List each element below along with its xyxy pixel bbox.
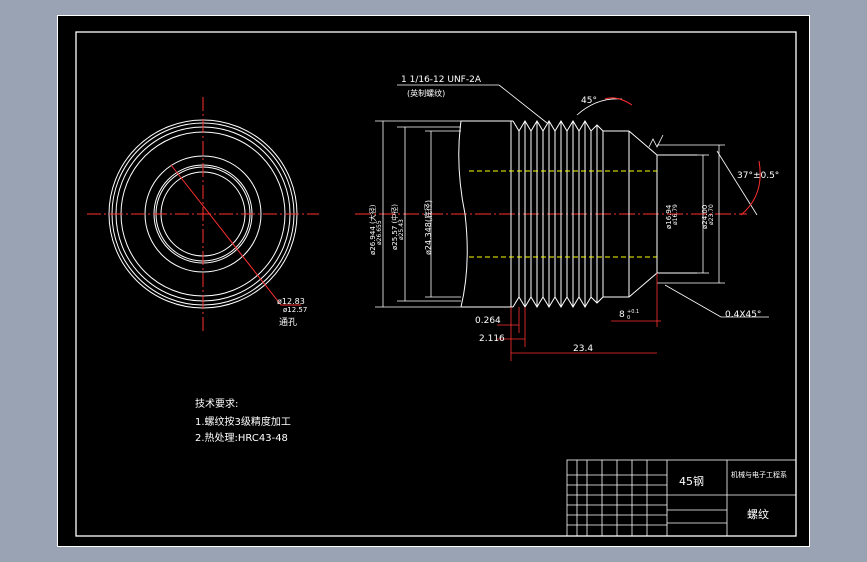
major-dia-label: ø26.944 (大径) [368, 204, 377, 255]
hole-dia-label: ø12.83 [277, 297, 305, 306]
tech-title: 技术要求: [195, 397, 238, 410]
inner-frame [75, 31, 797, 537]
bore-dia: ø16.94 [665, 204, 673, 229]
cad-drawing: ø12.83 ø12.57 通孔 [57, 15, 810, 547]
outer-border [57, 15, 810, 547]
drawing-sheet: ø12.83 ø12.57 通孔 [57, 15, 810, 547]
roughness-symbol [648, 134, 664, 148]
edge-chamfer-leader [664, 284, 722, 318]
chamfer-angle: 45° [581, 96, 597, 106]
major-dia-alt: ø26.655 [376, 220, 383, 245]
dim-8-tol-up: +0.1 [627, 309, 639, 315]
tech-line-2: 2.热处理:HRC43-48 [195, 431, 288, 444]
section-bottom-dims [497, 273, 661, 361]
section-right-dims [657, 144, 758, 284]
hole-dia-alt: ø12.57 [283, 306, 307, 314]
material-label: 45钢 [679, 475, 704, 488]
cb-outer-dia-alt: ø23.70 [708, 204, 715, 225]
pitch-dia-label: ø25.57 (中径) [390, 204, 399, 250]
dim-234: 23.4 [573, 344, 593, 354]
company-label: 机械与电子工程系 [731, 470, 787, 479]
thread-callout: 1 1/16-12 UNF-2A (英制螺纹) [397, 75, 548, 124]
cone-angle-arc [740, 160, 761, 216]
part-name-label: 螺纹 [747, 507, 769, 521]
title-block [566, 459, 797, 537]
hole-leader [170, 164, 282, 306]
thread-note: (英制螺纹) [407, 88, 445, 98]
chamfer-callout: 45° [576, 96, 633, 116]
section-hidden-lines [469, 170, 657, 258]
minor-dia-label: ø24.348(底径) [423, 200, 433, 255]
dim-2116: 2.116 [479, 334, 505, 344]
cb-outer-dia: ø24.00 [701, 205, 709, 229]
thread-spec: 1 1/16-12 UNF-2A [401, 75, 482, 85]
cone-angle: 37°±0.5° [737, 171, 779, 181]
section-body [458, 120, 697, 308]
pitch-dia-alt: ø25.43 [398, 219, 405, 240]
section-left-dims [375, 120, 461, 308]
end-view-centerlines [87, 97, 319, 331]
edge-chamfer: 0.4X45° [725, 310, 761, 320]
through-hole-label: 通孔 [279, 317, 297, 328]
dim-8-tol-dn: 0 [627, 315, 630, 321]
bore-dia-alt: ø16.79 [672, 204, 679, 225]
dim-0264: 0.264 [475, 316, 501, 326]
tech-line-1: 1.螺纹按3级精度加工 [195, 415, 291, 428]
dim-8: 8 [619, 310, 625, 320]
